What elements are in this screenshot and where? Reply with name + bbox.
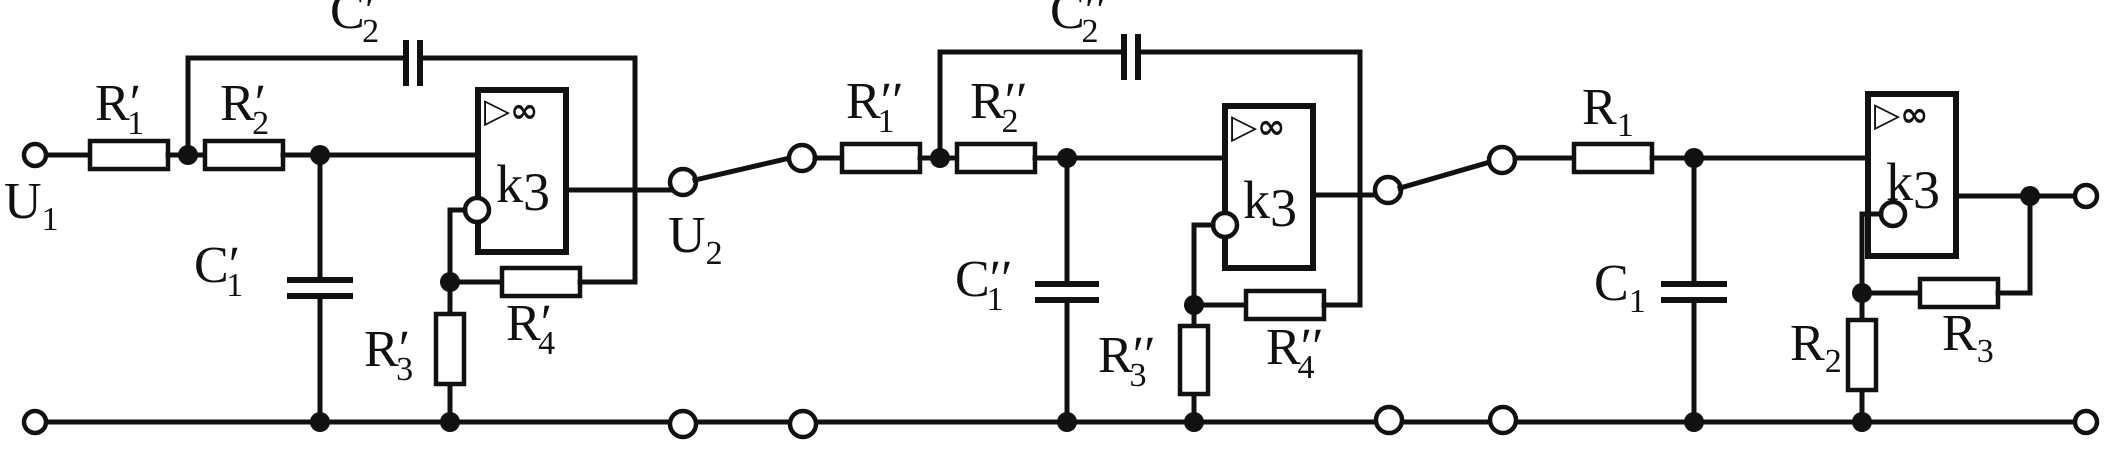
resistor-r1-double-prime: [839, 141, 923, 175]
ground-terminal-4: [1487, 404, 1519, 436]
opamp-symbol-2: ▷∞: [1231, 107, 1285, 147]
opamp-symbol-3: ▷∞: [1874, 95, 1928, 135]
resistor-r3-double-prime: [1177, 323, 1211, 397]
resistor-r1: [1571, 141, 1655, 175]
terminal-switch-1: [786, 142, 818, 174]
stage-3: [1396, 91, 2100, 432]
terminal-u2: [667, 166, 699, 198]
label-c2-double-prime: C′′2: [1050, 0, 1107, 50]
opamp-symbol-1: ▷∞: [484, 91, 538, 131]
stage-2: [692, 34, 1404, 432]
stage-1: [21, 40, 699, 432]
terminal-output: [2072, 182, 2100, 210]
label-c1: C1: [1594, 255, 1646, 320]
resistor-r4-prime: [499, 265, 583, 299]
label-r4-double-prime: R′′4: [1266, 319, 1323, 386]
label-r2-prime: R′2: [220, 75, 269, 142]
resistor-r4-double-prime: [1243, 288, 1327, 322]
label-c1-double-prime: C′′1: [955, 251, 1012, 318]
ground-terminal-3: [1373, 404, 1405, 436]
label-r3: R3: [1942, 305, 1994, 370]
terminal-input: [21, 141, 49, 169]
opamp-gain-2: k3: [1243, 170, 1297, 238]
label-r3-prime: R′3: [364, 321, 413, 388]
op-amp-2: [1222, 103, 1316, 271]
label-r1-double-prime: R′′1: [846, 73, 903, 140]
label-r4-prime: R′4: [506, 295, 555, 362]
label-c2-prime: C′2: [330, 0, 379, 50]
resistor-r2-double-prime: [954, 141, 1038, 175]
opamp-gain-3: k3: [1886, 152, 1940, 220]
ground-terminal-2: [787, 408, 819, 440]
terminal-stage2-out: [1372, 174, 1404, 206]
resistor-r3-prime: [433, 311, 467, 387]
resistor-r1-prime: [87, 138, 171, 172]
label-r2-double-prime: R′′2: [970, 73, 1027, 140]
opamp-gain-1: k3: [496, 154, 550, 222]
inverting-input-1: [462, 195, 492, 225]
terminal-switch-2: [1486, 144, 1518, 176]
ground-terminal-right: [2072, 408, 2100, 436]
label-r1: R1: [1582, 79, 1634, 144]
resistor-r3: [1917, 276, 2001, 310]
label-r3-double-prime: R′′3: [1098, 327, 1155, 394]
label-r2: R2: [1790, 315, 1842, 380]
op-amp-1: [475, 87, 569, 255]
ground-terminal-1: [667, 408, 699, 440]
resistor-r2: [1845, 317, 1879, 393]
ground-rail: [21, 404, 2100, 440]
ground-terminal-left: [21, 408, 49, 436]
label-c1-prime: C′1: [194, 237, 243, 304]
op-amp-3: [1865, 91, 1959, 259]
label-u1: U1: [4, 173, 59, 238]
label-r1-prime: R′1: [95, 75, 144, 142]
label-u2: U2: [668, 207, 723, 272]
inverting-input-2: [1210, 210, 1240, 240]
resistor-r2-prime: [202, 138, 286, 172]
